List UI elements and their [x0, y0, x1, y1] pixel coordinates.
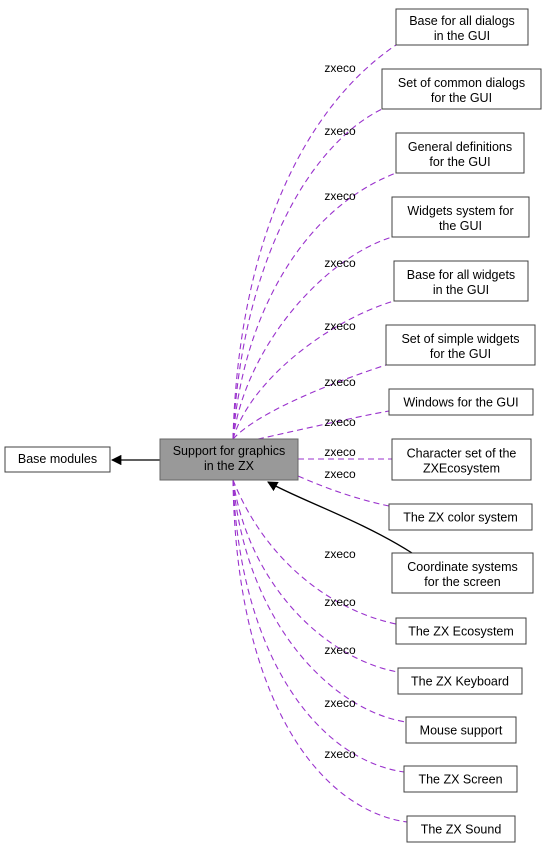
node-label-line2: for the GUI: [431, 91, 492, 105]
edge-label-zxeco: zxeco: [324, 696, 356, 710]
edge-zxeco: [232, 479, 408, 823]
edge-label-zxeco: zxeco: [324, 189, 356, 203]
node-box: [395, 132, 525, 174]
edge-label-zxeco: zxeco: [324, 747, 356, 761]
edge-zxeco: [232, 300, 395, 440]
node-child-14[interactable]: The ZX Sound: [406, 815, 516, 843]
node-label-line2: in the GUI: [434, 29, 490, 43]
edge-zxeco: [232, 479, 407, 723]
edge-zxeco: [232, 479, 399, 673]
edge-label-zxeco: zxeco: [324, 124, 356, 138]
node-box: [391, 552, 534, 594]
edge-coordinate-to-current: [267, 481, 413, 554]
node-base-modules[interactable]: Base modules: [4, 446, 111, 473]
node-box: [403, 765, 518, 793]
node-box: [391, 196, 530, 238]
node-label: The ZX Screen: [418, 773, 502, 787]
edge-zxeco: [232, 108, 383, 440]
edge-label-zxeco: zxeco: [324, 547, 356, 561]
node-box: [391, 438, 532, 481]
node-box: [406, 815, 516, 843]
node-box: [395, 8, 529, 46]
node-box: [395, 617, 527, 645]
node-label-line1: Base for all dialogs: [409, 14, 515, 28]
node-box: [393, 260, 529, 302]
node-box: [381, 68, 542, 110]
graph-nodes: Base modules Support for graphics in the…: [4, 8, 542, 843]
node-label: Windows for the GUI: [403, 396, 518, 410]
edge-zxeco: [232, 364, 387, 440]
edge-zxeco: [232, 172, 397, 440]
node-child-10[interactable]: The ZX Ecosystem: [395, 617, 527, 645]
node-child-8[interactable]: The ZX color system: [388, 503, 533, 531]
edge-label-zxeco: zxeco: [324, 415, 356, 429]
node-label-line1: Set of common dialogs: [398, 76, 525, 90]
node-current-label-line1: Support for graphics: [173, 444, 286, 458]
node-label: The ZX color system: [403, 511, 518, 525]
node-label-line2: ZXEcosystem: [423, 462, 500, 476]
node-label-line2: for the GUI: [430, 347, 491, 361]
node-label: The ZX Sound: [421, 823, 502, 837]
edge-label-zxeco: zxeco: [324, 595, 356, 609]
node-label: Mouse support: [420, 724, 503, 738]
node-base-modules-label: Base modules: [18, 452, 97, 466]
graph-edges: [110, 44, 413, 823]
node-label-line2: in the GUI: [433, 283, 489, 297]
node-box: [388, 388, 534, 416]
node-label-line2: the GUI: [439, 219, 482, 233]
node-child-6[interactable]: Windows for the GUI: [388, 388, 534, 416]
node-label-line1: Set of simple widgets: [401, 332, 519, 346]
edge-label-zxeco: zxeco: [324, 643, 356, 657]
node-current-graphics[interactable]: Support for graphics in the ZX: [159, 438, 299, 481]
edge-label-zxeco: zxeco: [324, 61, 356, 75]
edge-label-zxeco: zxeco: [324, 375, 356, 389]
node-label-line1: Base for all widgets: [407, 268, 515, 282]
node-child-13[interactable]: The ZX Screen: [403, 765, 518, 793]
node-box: [385, 324, 536, 366]
node-label-line1: General definitions: [408, 140, 512, 154]
node-label-line1: Character set of the: [407, 447, 517, 461]
edge-zxeco: [297, 475, 390, 507]
edge-zxeco: [232, 479, 405, 773]
node-label: The ZX Keyboard: [411, 675, 509, 689]
node-label-line2: for the GUI: [429, 155, 490, 169]
node-label-line1: Widgets system for: [407, 204, 513, 218]
edge-zxeco: [232, 479, 397, 625]
edge-zxeco: [257, 410, 390, 440]
node-box: [397, 667, 523, 695]
node-label-line2: for the screen: [424, 575, 500, 589]
graph-edge-labels: zxeco zxeco zxeco zxeco zxeco zxeco zxeco zxeco…: [324, 61, 356, 761]
node-child-12[interactable]: Mouse support: [405, 716, 517, 744]
node-label: The ZX Ecosystem: [408, 625, 514, 639]
node-box: [405, 716, 517, 744]
edge-label-zxeco: zxeco: [324, 445, 356, 459]
edge-label-zxeco: zxeco: [324, 467, 356, 481]
edge-label-zxeco: zxeco: [324, 319, 356, 333]
node-box: [388, 503, 533, 531]
edge-label-zxeco: zxeco: [324, 256, 356, 270]
edge-zxeco: [232, 236, 393, 440]
edge-zxeco: [232, 44, 397, 440]
node-child-11[interactable]: The ZX Keyboard: [397, 667, 523, 695]
node-label-line1: Coordinate systems: [407, 560, 517, 574]
node-current-label-line2: in the ZX: [204, 459, 255, 473]
